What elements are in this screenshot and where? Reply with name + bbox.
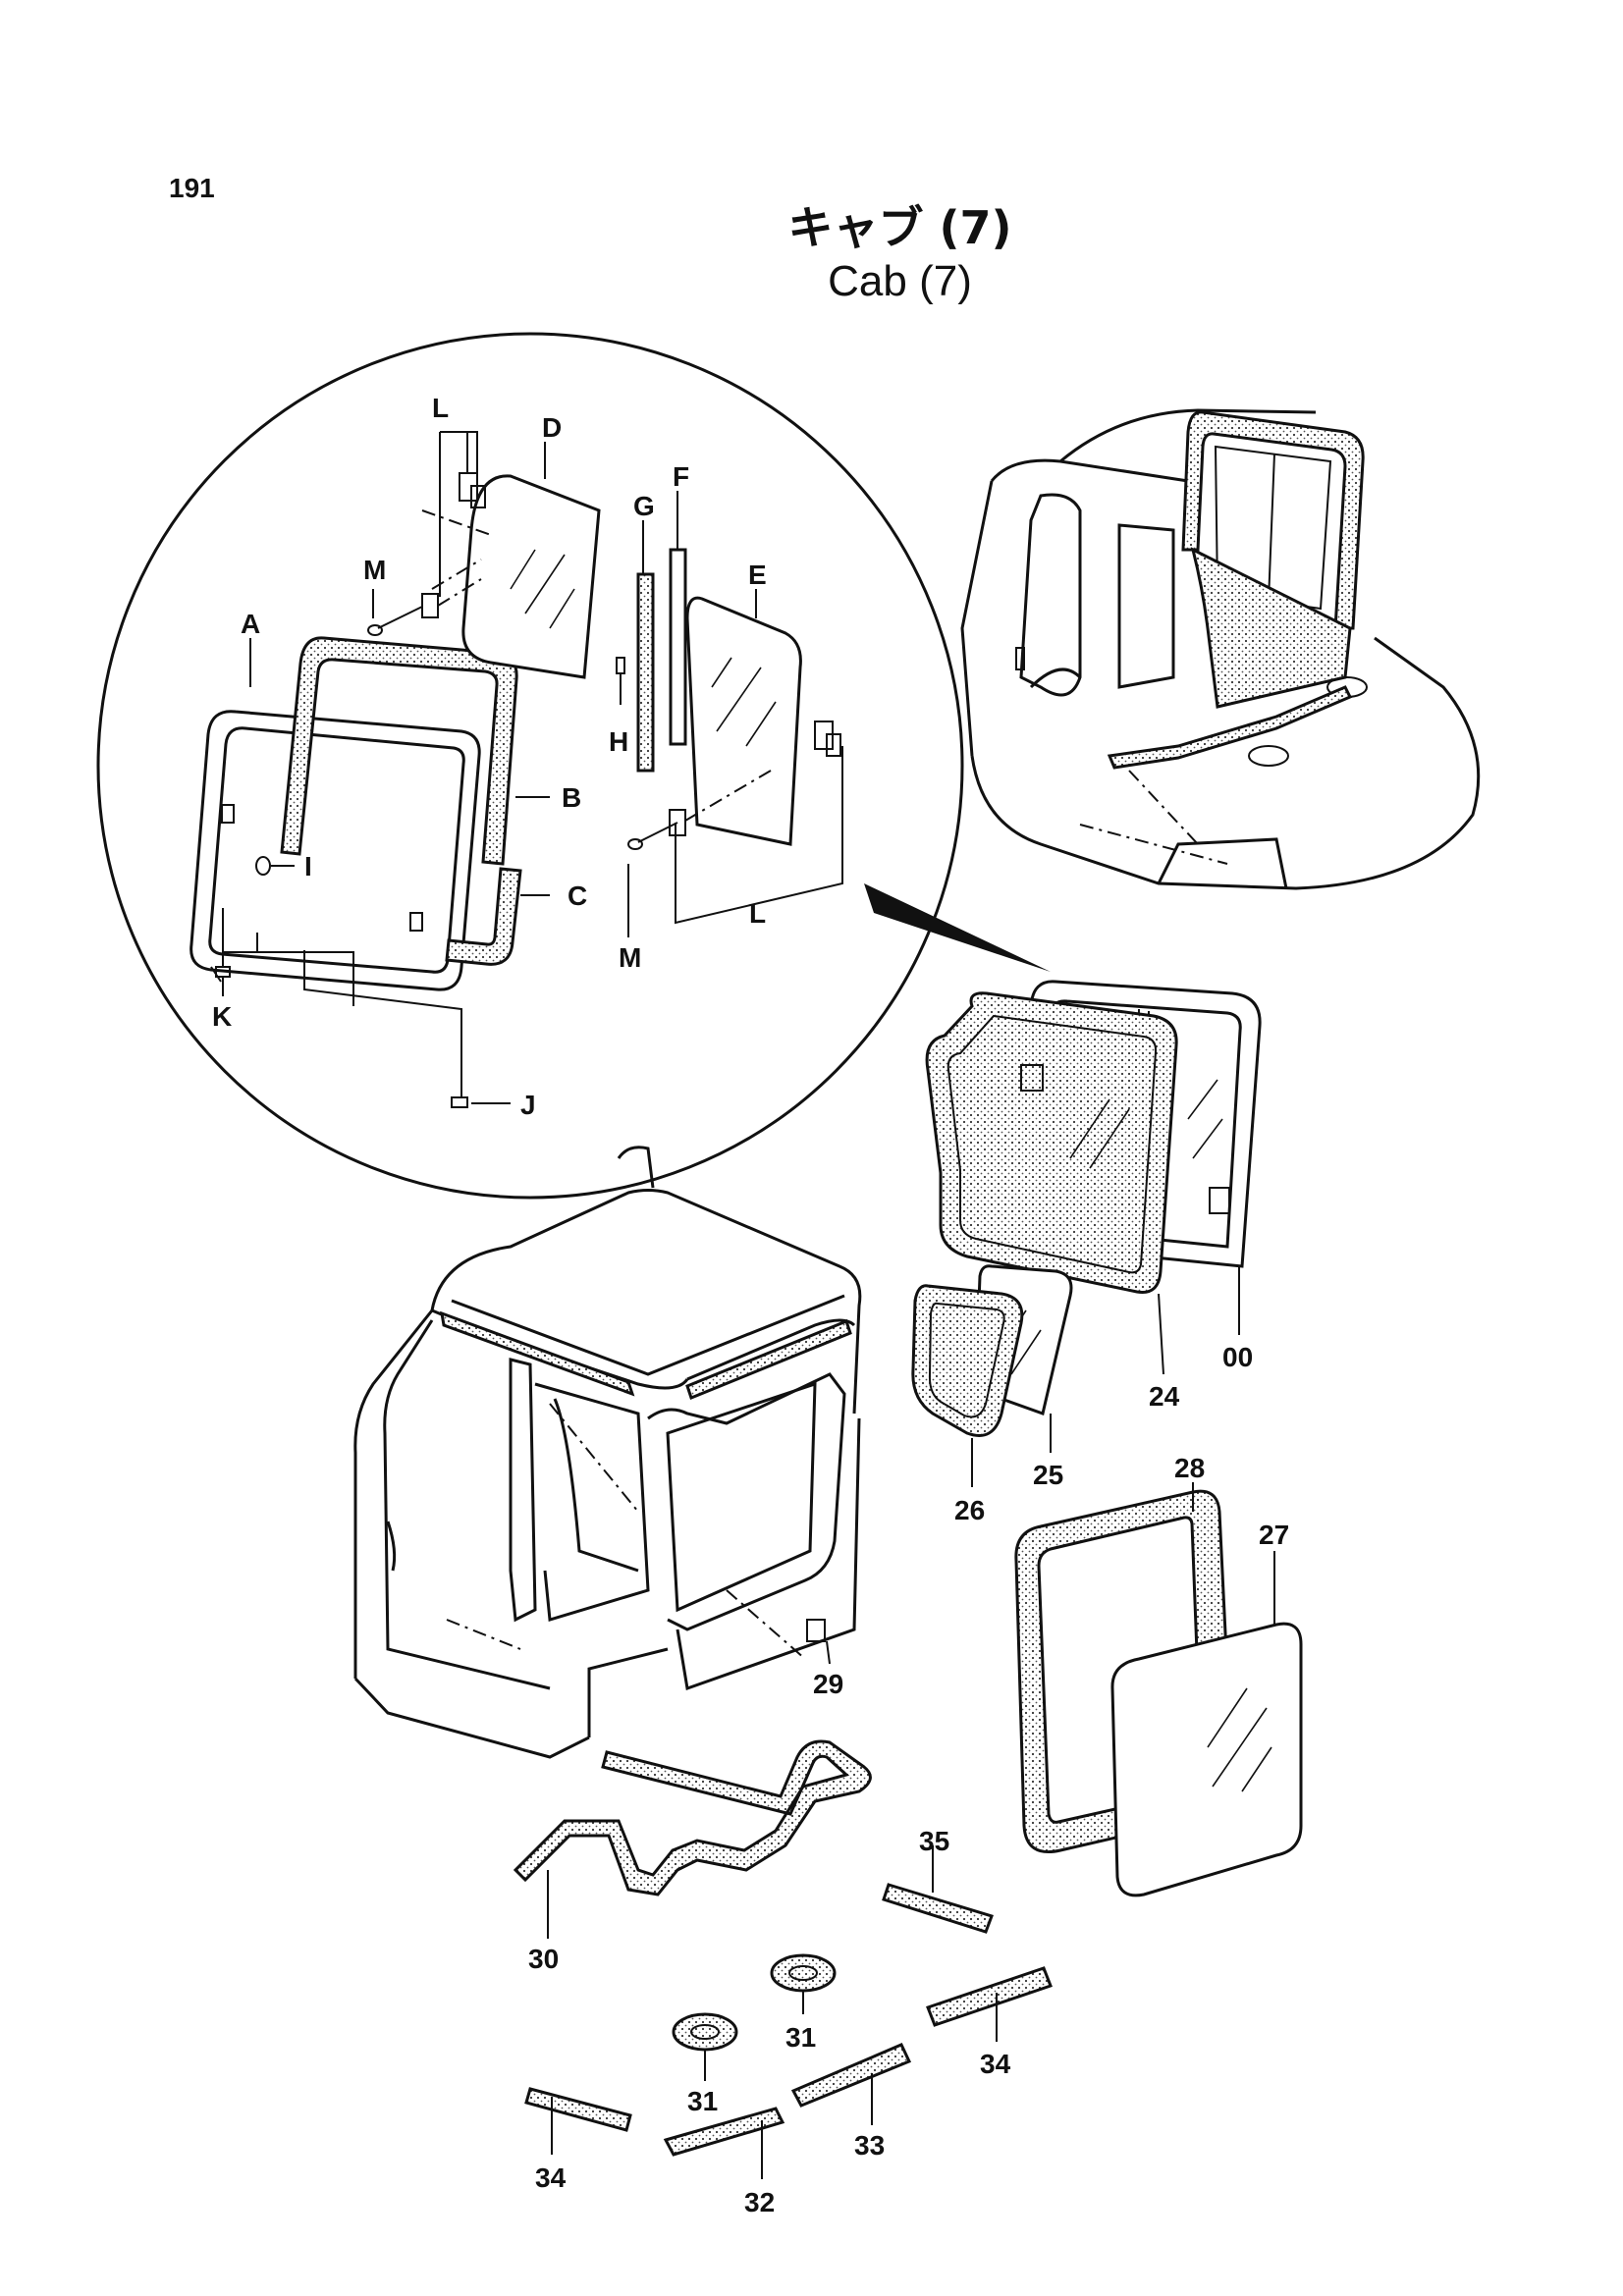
label-part-00: 00 bbox=[1222, 1342, 1253, 1372]
label-part-31b: 31 bbox=[785, 2022, 816, 2053]
page-title-japanese: キャブ (7) bbox=[787, 201, 1012, 254]
foam-strip-34a bbox=[524, 2087, 632, 2132]
label-part-28: 28 bbox=[1174, 1453, 1205, 1483]
rail-g bbox=[636, 572, 655, 773]
glass-27 bbox=[1110, 1622, 1303, 1897]
part-j bbox=[451, 1096, 511, 1108]
label-j: J bbox=[520, 1090, 536, 1120]
label-a: A bbox=[241, 609, 260, 639]
seal-26 bbox=[911, 1284, 1024, 1437]
seal-28 bbox=[1014, 1489, 1229, 1853]
part-leader-lines bbox=[547, 1266, 1275, 2179]
label-part-25: 25 bbox=[1033, 1460, 1063, 1490]
page-number: 191 bbox=[169, 173, 215, 203]
seal-strip-30 bbox=[513, 1739, 872, 1896]
cab-overview-illustration bbox=[960, 408, 1481, 890]
part-i bbox=[255, 856, 295, 876]
label-l-upper: L bbox=[432, 393, 449, 423]
window-frame-a bbox=[189, 710, 481, 991]
label-g: G bbox=[633, 491, 655, 521]
label-part-31a: 31 bbox=[687, 2086, 718, 2116]
screw-m-upper bbox=[367, 578, 482, 636]
foam-strip-33 bbox=[790, 2043, 912, 2108]
seal-24 bbox=[925, 991, 1178, 1295]
page-title-english: Cab (7) bbox=[828, 257, 972, 305]
detail-leader-lines bbox=[249, 442, 757, 937]
label-d: D bbox=[542, 412, 562, 443]
label-e: E bbox=[748, 560, 767, 590]
label-m-lower: M bbox=[619, 942, 641, 973]
foam-strip-34b bbox=[926, 1966, 1053, 2027]
detail-magnifier-circle bbox=[96, 332, 1051, 1200]
seal-c bbox=[445, 867, 522, 966]
label-part-32: 32 bbox=[744, 2187, 775, 2217]
part-k bbox=[215, 908, 462, 1097]
ring-seal-31a bbox=[672, 2012, 738, 2052]
label-part-27: 27 bbox=[1259, 1520, 1289, 1550]
latch-bracket-l-lower bbox=[675, 721, 843, 925]
label-part-30: 30 bbox=[528, 1944, 559, 1974]
part-29 bbox=[806, 1619, 826, 1642]
label-k: K bbox=[212, 1001, 232, 1032]
ring-seal-31b bbox=[770, 1953, 837, 1993]
latch-bracket-l-upper bbox=[421, 431, 492, 597]
screw-m-lower bbox=[627, 770, 772, 850]
label-l-lower: L bbox=[749, 898, 766, 929]
label-f: F bbox=[673, 461, 689, 492]
label-part-26: 26 bbox=[954, 1495, 985, 1525]
label-c: C bbox=[568, 881, 587, 911]
glass-e bbox=[685, 596, 802, 846]
rail-f bbox=[669, 548, 687, 746]
label-part-35: 35 bbox=[919, 1826, 949, 1856]
glass-d bbox=[461, 474, 601, 679]
foam-strip-32 bbox=[663, 2107, 785, 2157]
part-h bbox=[616, 657, 625, 705]
label-part-34a: 34 bbox=[535, 2163, 567, 2193]
cab-frame-illustration bbox=[353, 1146, 862, 1759]
label-part-33: 33 bbox=[854, 2130, 885, 2161]
seal-b bbox=[280, 636, 518, 866]
label-b: B bbox=[562, 782, 581, 813]
label-i: I bbox=[304, 851, 312, 881]
label-m-upper: M bbox=[363, 555, 386, 585]
label-h: H bbox=[609, 726, 628, 757]
label-part-24: 24 bbox=[1149, 1381, 1180, 1412]
label-part-34b: 34 bbox=[980, 2049, 1011, 2079]
label-part-29: 29 bbox=[813, 1669, 843, 1699]
foam-strip-35 bbox=[882, 1883, 994, 1934]
